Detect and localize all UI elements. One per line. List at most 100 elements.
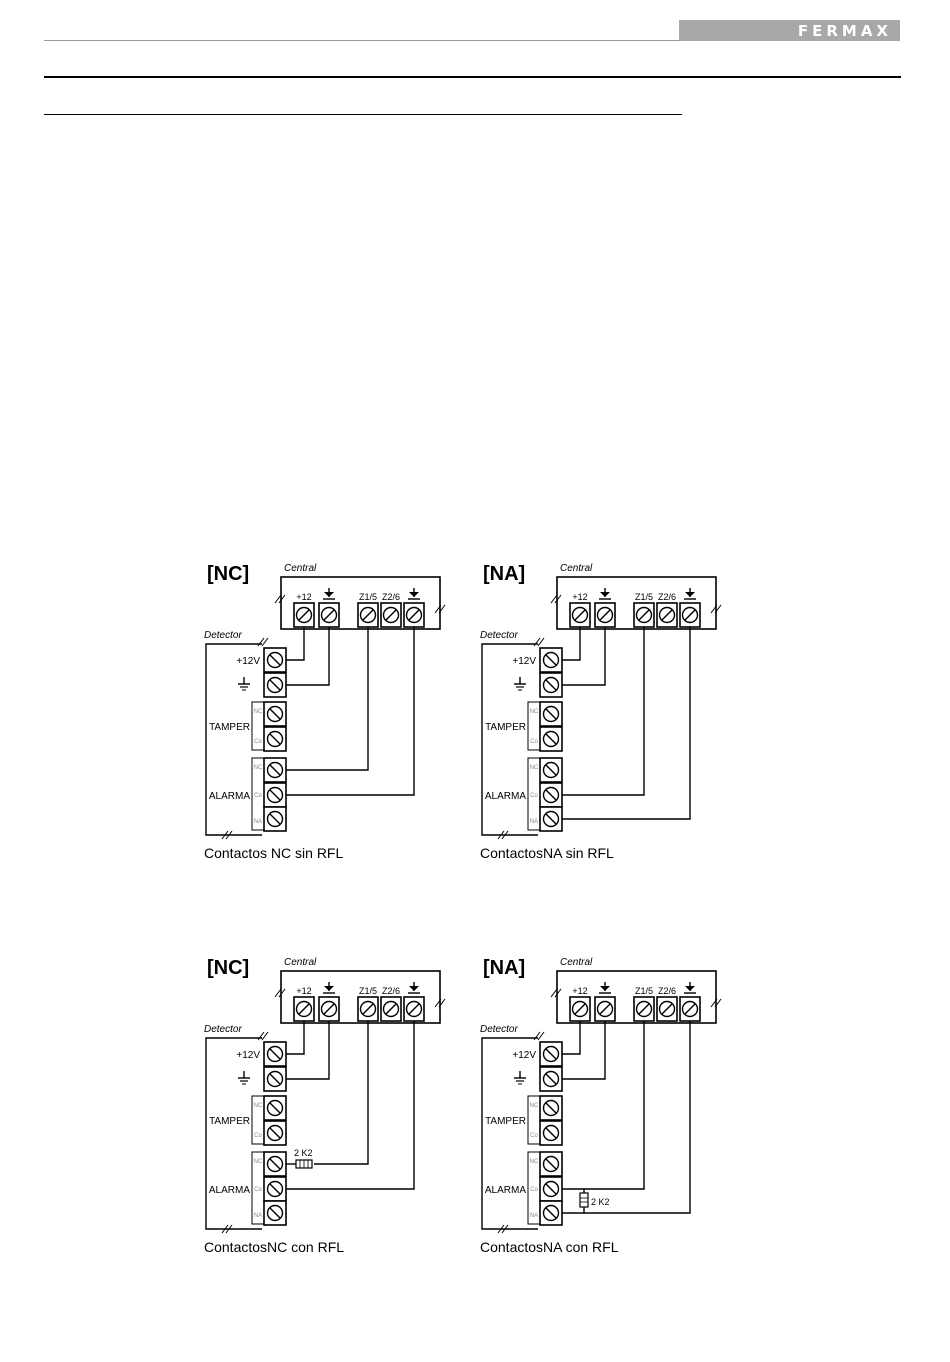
alarm-label: ALARMA [209, 791, 250, 802]
brand-logo-text: FERMAX [797, 21, 892, 40]
central-terminal-z1-label: Z1/5 [635, 592, 653, 602]
tamper-nc-label: NC [254, 1103, 263, 1109]
central-label: Central [284, 957, 317, 968]
mode-label: [NA] [483, 957, 525, 979]
central-terminal-z2-label: Z2/6 [658, 592, 676, 602]
alarm-co-label: Co [530, 1187, 538, 1193]
wire [286, 627, 305, 661]
section-rule [44, 114, 682, 115]
break-mark-icon [497, 1224, 509, 1234]
alarm-na-label: NA [530, 819, 538, 825]
terminal-screw [263, 782, 287, 808]
break-mark-icon [221, 1224, 233, 1234]
break-mark-icon [274, 594, 286, 604]
central-terminal-z2-label: Z2/6 [382, 592, 400, 602]
terminal-screw [318, 602, 340, 628]
central-terminal-gnd2-label: ⏚ [685, 984, 694, 994]
terminal-screw [539, 1200, 563, 1226]
alarm-label: ALARMA [485, 1185, 526, 1196]
tamper-nc-label: NC [530, 1103, 539, 1109]
tamper-label: TAMPER [485, 722, 526, 733]
central-terminal-plus12-label: +12 [572, 592, 587, 602]
central-box [556, 970, 717, 1024]
tamper-co-label: Co [254, 1133, 262, 1139]
diagram-caption: Contactos NC sin RFL [204, 845, 343, 861]
alarm-co-label: Co [254, 1187, 262, 1193]
detector-outline [481, 1037, 538, 1230]
terminal-screw [539, 782, 563, 808]
tamper-co-label: Co [254, 739, 262, 745]
diagram-caption: ContactosNA sin RFL [480, 845, 614, 861]
detector-gnd-label: ⏚ [224, 680, 234, 692]
alarm-co-label: Co [254, 793, 262, 799]
terminal-screw [569, 996, 591, 1022]
terminal-screw [263, 1200, 287, 1226]
tamper-bracket [251, 701, 265, 751]
break-mark-icon [550, 988, 562, 998]
wire [286, 627, 369, 771]
central-box [556, 576, 717, 630]
central-label: Central [560, 563, 593, 574]
wire [286, 627, 415, 796]
tamper-bracket [251, 1095, 265, 1145]
diagram-caption: ContactosNA con RFL [480, 1239, 619, 1255]
tamper-bracket [527, 1095, 541, 1145]
terminal-screw [318, 996, 340, 1022]
terminal-screw [263, 1066, 287, 1092]
wire [562, 627, 606, 686]
terminal-screw [380, 996, 402, 1022]
terminal-screw [293, 996, 315, 1022]
ground-icon [684, 588, 696, 600]
break-mark-icon [434, 998, 446, 1008]
terminal-screw [539, 1041, 563, 1067]
detector-label: Detector [480, 1024, 518, 1035]
wire [314, 1021, 369, 1165]
break-mark-icon [710, 998, 722, 1008]
terminal-screw [263, 1095, 287, 1121]
wire [562, 1021, 691, 1214]
alarm-co-label: Co [530, 793, 538, 799]
wire [562, 627, 645, 796]
central-terminal-gnd2-label: ⏚ [409, 590, 418, 600]
alarm-label: ALARMA [209, 1185, 250, 1196]
break-mark-icon [257, 1031, 269, 1041]
mode-label: [NC] [207, 957, 249, 979]
central-terminal-z1-label: Z1/5 [359, 592, 377, 602]
central-terminal-gnd-label: ⏚ [600, 984, 609, 994]
diagram-caption: ContactosNC con RFL [204, 1239, 344, 1255]
ground-icon [514, 1071, 526, 1085]
break-mark-icon [533, 1031, 545, 1041]
terminal-screw [380, 602, 402, 628]
break-mark-icon [434, 604, 446, 614]
tamper-label: TAMPER [209, 1116, 250, 1127]
central-terminal-z2-label: Z2/6 [382, 986, 400, 996]
terminal-screw [263, 1120, 287, 1146]
detector-plus12v-label: +12V [512, 1050, 536, 1061]
terminal-screw [263, 1176, 287, 1202]
detector-outline [205, 643, 262, 836]
terminal-screw [539, 726, 563, 752]
terminal-screw [263, 672, 287, 698]
terminal-screw [569, 602, 591, 628]
terminal-screw [293, 602, 315, 628]
terminal-screw [656, 996, 678, 1022]
ground-icon [323, 982, 335, 994]
wire [562, 1021, 581, 1055]
terminal-screw [679, 602, 701, 628]
alarm-label: ALARMA [485, 791, 526, 802]
break-mark-icon [497, 830, 509, 840]
resistor-icon [579, 1192, 589, 1208]
terminal-screw [539, 806, 563, 832]
terminal-screw [263, 647, 287, 673]
central-label: Central [560, 957, 593, 968]
terminal-screw [539, 757, 563, 783]
central-terminal-plus12-label: +12 [296, 986, 311, 996]
section-rule-thick [44, 76, 901, 78]
alarm-bracket [251, 1151, 265, 1225]
wire [286, 1021, 305, 1055]
terminal-screw [539, 1066, 563, 1092]
wire [286, 627, 330, 686]
